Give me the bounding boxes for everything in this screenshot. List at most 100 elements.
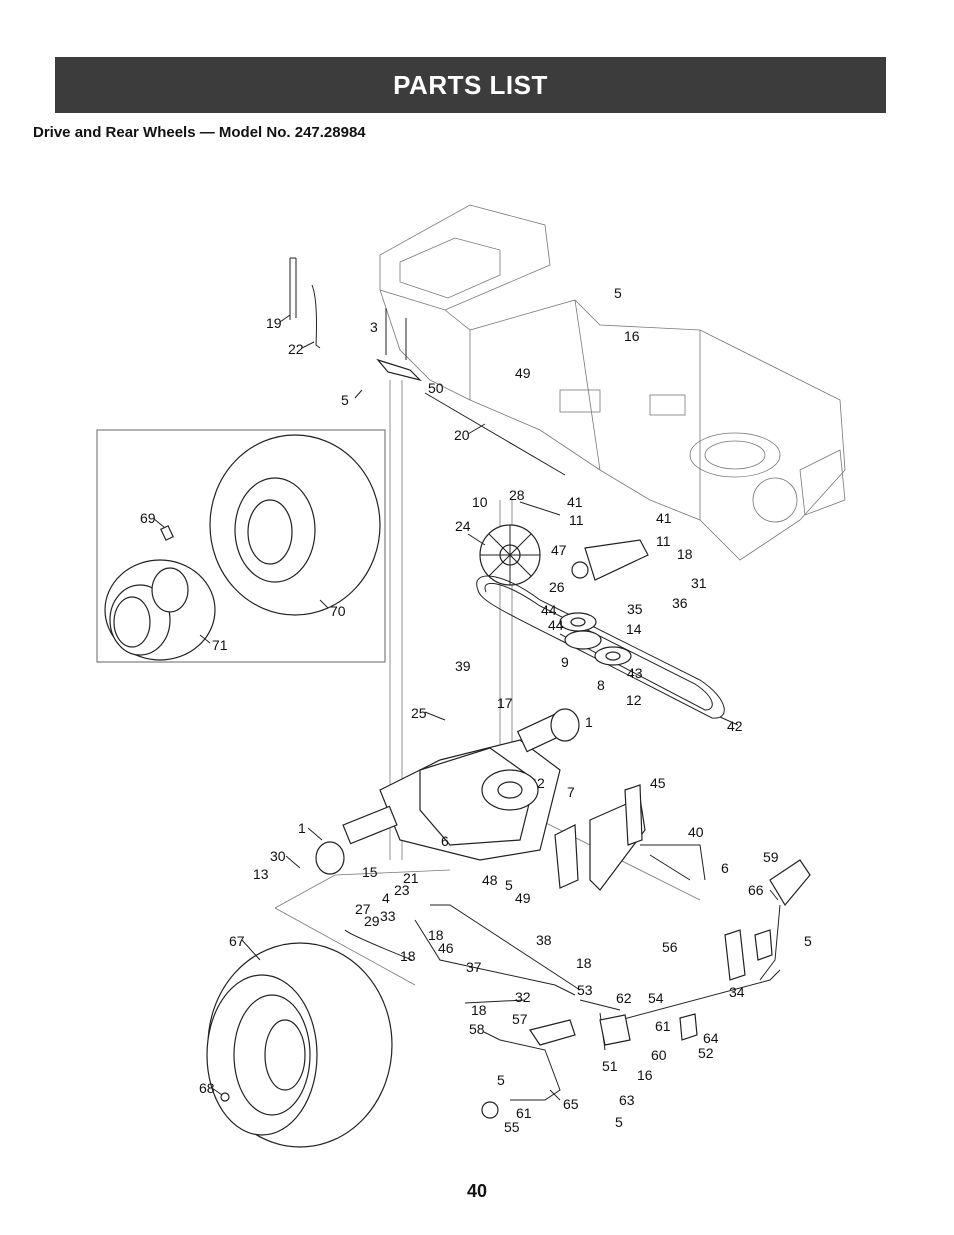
callout: 45	[650, 775, 666, 791]
callout: 48	[482, 872, 498, 888]
callout: 50	[428, 380, 444, 396]
callout: 13	[253, 866, 269, 882]
callout: 31	[691, 575, 707, 591]
callout: 1	[585, 714, 593, 730]
brake-pedal	[759, 859, 811, 981]
callout: 36	[672, 595, 688, 611]
callout: 18	[428, 927, 444, 943]
callout: 19	[266, 315, 282, 331]
callout: 38	[536, 932, 552, 948]
brake-rods	[289, 257, 566, 476]
callout: 32	[515, 989, 531, 1005]
linkage-rods	[344, 904, 781, 1051]
callout: 43	[627, 665, 643, 681]
callout: 18	[471, 1002, 487, 1018]
callout: 18	[400, 948, 416, 964]
callout: 5	[614, 285, 622, 301]
callout: 46	[438, 940, 454, 956]
callout: 34	[729, 984, 745, 1000]
idler-bracket	[571, 539, 649, 581]
cooling-fan	[479, 524, 541, 586]
callout: 11	[656, 533, 671, 549]
callout: 65	[563, 1096, 579, 1112]
callout: 41	[656, 510, 672, 526]
callout: 5	[497, 1072, 505, 1088]
rear-tire	[206, 942, 393, 1148]
callout: 35	[627, 601, 643, 617]
page-title: PARTS LIST	[393, 69, 548, 100]
callout: 49	[515, 890, 531, 906]
callout: 71	[212, 637, 228, 653]
speed-control-pedal	[481, 1019, 576, 1119]
support-brackets	[554, 784, 706, 891]
header-bar: PARTS LIST	[55, 57, 886, 113]
callout-labels: 19 22 3 5 50 20 49 5 16 10 28 41 11 41 1…	[140, 285, 812, 1135]
callout: 7	[567, 784, 575, 800]
callout: 54	[648, 990, 664, 1006]
hub-assemblies	[315, 708, 580, 875]
callout: 33	[380, 908, 396, 924]
callout: 53	[577, 982, 593, 998]
callout: 26	[549, 579, 565, 595]
callout: 24	[455, 518, 471, 534]
callout: 22	[288, 341, 304, 357]
callout: 56	[662, 939, 678, 955]
callout: 67	[229, 933, 245, 949]
callout: 63	[619, 1092, 635, 1108]
callout: 60	[651, 1047, 667, 1063]
valve-stem	[160, 525, 174, 541]
callout: 16	[637, 1067, 653, 1083]
callout: 5	[505, 877, 513, 893]
callout: 59	[763, 849, 779, 865]
callout: 23	[394, 882, 410, 898]
leader-lines	[152, 314, 779, 1101]
pedal-bracket	[599, 929, 773, 1046]
callout: 66	[748, 882, 764, 898]
callout: 5	[341, 392, 349, 408]
callout: 6	[721, 860, 729, 876]
callout: 9	[561, 654, 569, 670]
callout: 28	[509, 487, 525, 503]
callout: 30	[270, 848, 286, 864]
callout: 49	[515, 365, 531, 381]
callout: 64	[703, 1030, 719, 1046]
drive-belt	[476, 575, 725, 719]
callout: 70	[330, 603, 346, 619]
callout: 68	[199, 1080, 215, 1096]
callout: 58	[469, 1021, 485, 1037]
callout: 51	[602, 1058, 618, 1074]
callout: 20	[454, 427, 470, 443]
callout: 62	[616, 990, 632, 1006]
callout: 6	[441, 833, 449, 849]
callout: 61	[516, 1105, 532, 1121]
callout: 44	[548, 617, 564, 633]
callout: 37	[466, 959, 482, 975]
callout: 5	[615, 1114, 623, 1130]
callout: 57	[512, 1011, 528, 1027]
callout: 16	[624, 328, 640, 344]
callout: 17	[497, 695, 513, 711]
section-subtitle: Drive and Rear Wheels — Model No. 247.28…	[33, 124, 366, 141]
callout: 18	[677, 546, 693, 562]
idler-pulleys	[559, 612, 632, 666]
callout: 40	[688, 824, 704, 840]
callout: 12	[626, 692, 642, 708]
callout: 10	[472, 494, 488, 510]
callout: 44	[541, 602, 557, 618]
callout: 2	[537, 775, 545, 791]
callout: 61	[655, 1018, 671, 1034]
front-tire	[209, 434, 381, 616]
callout: 4	[382, 890, 390, 906]
callout: 52	[698, 1045, 714, 1061]
callout: 69	[140, 510, 156, 526]
callout: 55	[504, 1119, 520, 1135]
callout: 3	[370, 319, 378, 335]
chassis-frame	[379, 204, 846, 561]
callout: 25	[411, 705, 427, 721]
callout: 27	[355, 901, 371, 917]
callout: 41	[567, 494, 583, 510]
callout: 11	[569, 512, 584, 528]
front-rim	[104, 559, 216, 661]
page-number: 40	[466, 1181, 488, 1201]
